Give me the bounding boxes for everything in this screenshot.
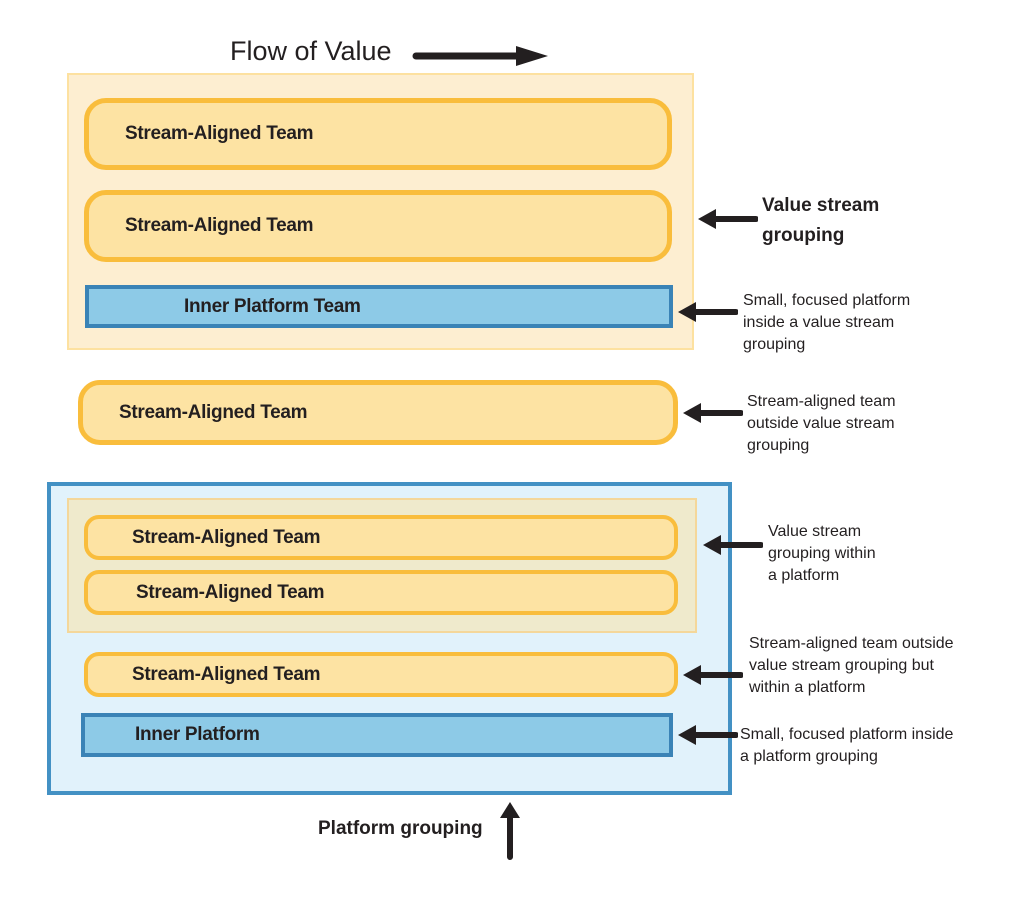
annotation-sat-outside-vsg: Stream-aligned team outside value stream… [747,393,896,454]
annotation-small-platform-in-vsg: Small, focused platform inside a value s… [743,292,911,353]
arrow-up-icon [500,802,520,860]
team-label: Stream-Aligned Team [119,401,308,423]
team-label: Stream-Aligned Team [136,581,325,603]
stream-aligned-team: Stream-Aligned Team [84,652,678,697]
arrow-left-icon [683,665,743,685]
flow-arrow-icon [412,46,548,66]
team-label: Stream-Aligned Team [125,123,314,144]
platform-label: Inner Platform [135,724,260,745]
annotation-value-stream-grouping: Value stream grouping [762,195,880,246]
stream-aligned-team: Stream-Aligned Team [84,98,672,170]
stream-aligned-team: Stream-Aligned Team [84,570,678,615]
team-label: Stream-Aligned Team [125,215,314,236]
team-label: Stream-Aligned Team [132,663,321,685]
annotation-small-platform-in-platform: Small, focused platform inside a platfor… [740,726,954,765]
arrow-left-icon [698,209,758,229]
outside-stream-aligned-team: Stream-Aligned Team [78,380,678,445]
inner-platform-team: Inner Platform Team [85,285,673,328]
arrow-left-icon [683,403,743,423]
annotation-vsg-within-platform: Value stream grouping within a platform [768,523,876,584]
diagram-title: Flow of Value [230,36,392,66]
arrow-left-icon [678,302,738,322]
team-label: Stream-Aligned Team [132,526,321,548]
arrow-left-icon [678,725,738,745]
arrow-left-icon [703,535,763,555]
stream-aligned-team: Stream-Aligned Team [84,515,678,560]
platform-grouping-label: Platform grouping [318,818,483,839]
inner-platform: Inner Platform [81,713,673,757]
stream-aligned-team: Stream-Aligned Team [84,190,672,262]
platform-label: Inner Platform Team [184,295,361,317]
annotation-sat-outside-vsg-within-platform: Stream-aligned team outside value stream… [749,635,954,696]
